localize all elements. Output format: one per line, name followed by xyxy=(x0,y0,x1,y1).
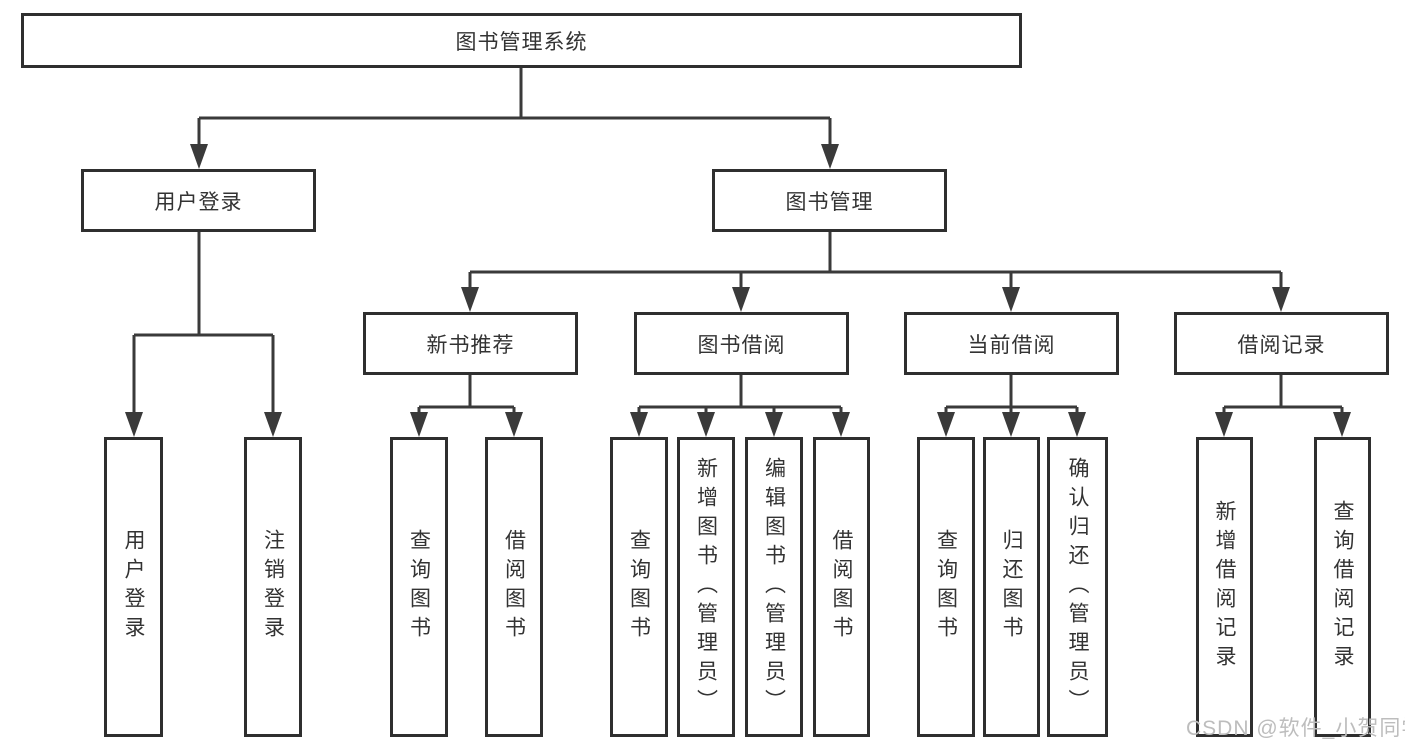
leaf-borrow-edit-book-admin: 编辑图书（管理员） xyxy=(745,437,803,737)
arrowhead xyxy=(630,412,648,437)
node-label: 图书管理系统 xyxy=(455,30,588,54)
arrowhead xyxy=(832,412,850,437)
node-label: 借阅记录 xyxy=(1237,333,1326,357)
arrowhead xyxy=(1215,412,1233,437)
arrowhead xyxy=(765,412,783,437)
leaf-record-query-record: 查询借阅记录 xyxy=(1314,437,1371,737)
connector-book-borrow-to-leaves xyxy=(637,375,843,417)
node-label: 查询借阅记录 xyxy=(1331,500,1354,674)
node-label: 图书管理 xyxy=(785,190,874,214)
leaf-borrow-add-book-admin: 新增图书（管理员） xyxy=(677,437,735,737)
arrowhead xyxy=(125,412,143,437)
arrowheads xyxy=(125,144,1351,437)
arrowhead xyxy=(732,287,750,312)
leaf-logout: 注销登录 xyxy=(244,437,302,737)
arrowhead xyxy=(1002,412,1020,437)
arrowhead xyxy=(410,412,428,437)
node-label: 当前借阅 xyxy=(967,333,1056,357)
node-label: 查询图书 xyxy=(407,529,431,645)
node-root-library-system: 图书管理系统 xyxy=(21,13,1022,68)
leaf-current-return-book: 归还图书 xyxy=(983,437,1040,737)
node-new-book-recommend: 新书推荐 xyxy=(363,312,578,375)
connector-user-login-to-leaves xyxy=(132,232,275,417)
node-label: 用户登录 xyxy=(154,190,243,214)
node-borrow-record: 借阅记录 xyxy=(1174,312,1389,375)
leaf-record-add-record: 新增借阅记录 xyxy=(1196,437,1253,737)
node-label: 确认归还（管理员） xyxy=(1066,456,1089,718)
arrowhead xyxy=(821,144,839,169)
arrowhead xyxy=(1002,287,1020,312)
connector-root-to-level2 xyxy=(197,68,832,149)
connector-new-book-to-leaves xyxy=(417,375,516,417)
node-label: 新书推荐 xyxy=(426,333,515,357)
node-label: 用户登录 xyxy=(122,529,145,645)
node-label: 新增图书（管理员） xyxy=(694,456,718,718)
csdn-watermark: CSDN @软件_小贺同学 xyxy=(1186,717,1405,740)
arrowhead xyxy=(190,144,208,169)
node-label: 归还图书 xyxy=(1000,529,1023,645)
leaf-current-confirm-return-admin: 确认归还（管理员） xyxy=(1047,437,1108,737)
connector-current-borrow-to-leaves xyxy=(944,375,1079,417)
leaf-user-login: 用户登录 xyxy=(104,437,163,737)
node-book-management: 图书管理 xyxy=(712,169,947,232)
leaf-borrow-borrow-book: 借阅图书 xyxy=(813,437,870,737)
leaf-current-query-book: 查询图书 xyxy=(917,437,975,737)
node-label: 注销登录 xyxy=(261,529,285,645)
node-book-borrow: 图书借阅 xyxy=(634,312,849,375)
node-label: 借阅图书 xyxy=(830,529,853,645)
arrowhead xyxy=(697,412,715,437)
arrowhead xyxy=(937,412,955,437)
arrowhead xyxy=(1333,412,1351,437)
leaf-newbook-query-book: 查询图书 xyxy=(390,437,448,737)
node-label: 新增借阅记录 xyxy=(1213,500,1236,674)
arrowhead xyxy=(1068,412,1086,437)
node-label: 编辑图书（管理员） xyxy=(762,456,786,718)
node-label: 借阅图书 xyxy=(502,529,526,645)
node-label: 图书借阅 xyxy=(697,333,786,357)
connector-borrow-record-to-leaves xyxy=(1222,375,1344,417)
arrowhead xyxy=(505,412,523,437)
node-label: 查询图书 xyxy=(934,529,958,645)
node-current-borrow: 当前借阅 xyxy=(904,312,1119,375)
connector-book-mgmt-to-level3 xyxy=(468,232,1283,292)
arrowhead xyxy=(264,412,282,437)
arrowhead xyxy=(461,287,479,312)
node-user-login: 用户登录 xyxy=(81,169,316,232)
node-label: 查询图书 xyxy=(627,529,651,645)
arrowhead xyxy=(1272,287,1290,312)
leaf-newbook-borrow-book: 借阅图书 xyxy=(485,437,543,737)
leaf-borrow-query-book: 查询图书 xyxy=(610,437,668,737)
